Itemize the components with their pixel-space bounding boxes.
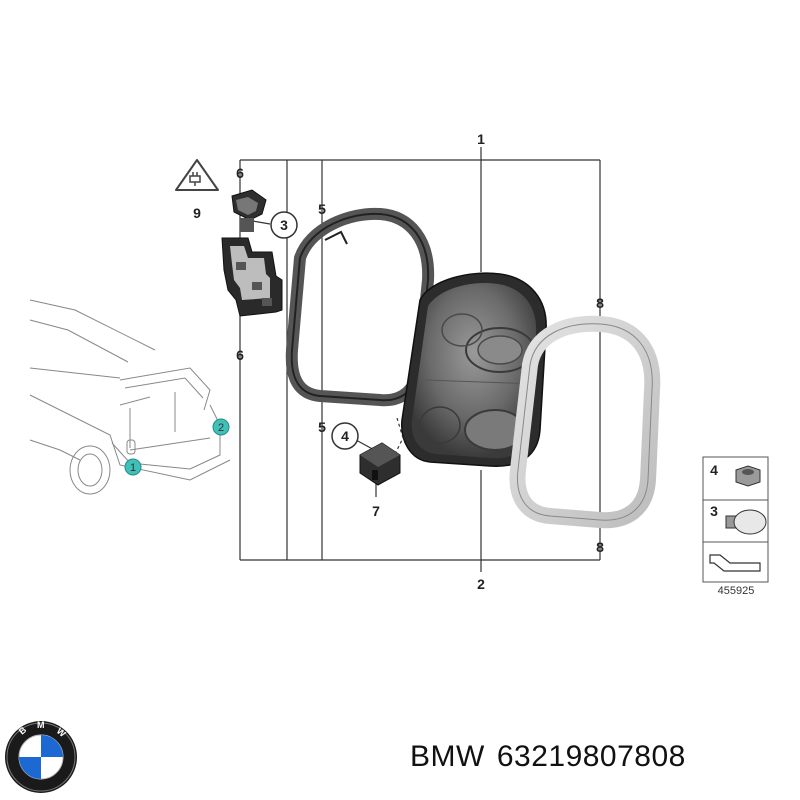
legend-item-3-label: 3: [710, 503, 718, 519]
inner-seal-frame: [285, 207, 435, 407]
number-callouts: 1 2 5 5 6 6 7 8 8 9: [193, 131, 604, 592]
car-outline: [29, 299, 231, 495]
tail-lamp: [401, 272, 547, 467]
svg-text:B: B: [17, 724, 29, 736]
callout-3: 3: [270, 211, 298, 239]
callout-4-label: 4: [341, 428, 349, 444]
brand-name: BMW: [410, 740, 485, 773]
nut-icon: [735, 465, 761, 487]
callout-4: 4: [331, 422, 359, 450]
callout-9-label: 9: [193, 205, 201, 221]
callout-1-label: 1: [477, 131, 485, 147]
car-callout-1-label: 1: [130, 462, 136, 474]
warning-plug-icon: [175, 159, 219, 191]
bulb-holder: [221, 189, 283, 317]
callout-5b-label: 5: [318, 419, 326, 435]
callout-7-label: 7: [372, 503, 380, 519]
bulb-icon: [725, 509, 767, 535]
callout-5a-label: 5: [318, 201, 326, 217]
diagram-number: 455925: [718, 585, 755, 597]
parts-legend: 4 3 455925: [702, 456, 769, 597]
car-callout-1: 1: [124, 458, 142, 476]
part-number: 63219807808: [496, 740, 686, 773]
callout-3-label: 3: [280, 217, 288, 233]
connector-clip: [359, 442, 401, 486]
callout-2-label: 2: [477, 576, 485, 592]
legend-item-4-label: 4: [710, 462, 718, 478]
part-caption: BMW 63219807808: [410, 740, 686, 774]
callout-8a-label: 8: [596, 295, 604, 311]
callout-8b-label: 8: [596, 539, 604, 555]
car-callout-2: 2: [212, 418, 230, 436]
car-callout-2-label: 2: [218, 422, 224, 434]
callout-6a-label: 6: [236, 165, 244, 181]
bmw-logo-icon: B M W: [5, 720, 77, 793]
svg-text:M: M: [37, 720, 45, 730]
callout-6b-label: 6: [236, 347, 244, 363]
clip-icon: [709, 554, 761, 572]
outer-gasket: [509, 315, 661, 529]
